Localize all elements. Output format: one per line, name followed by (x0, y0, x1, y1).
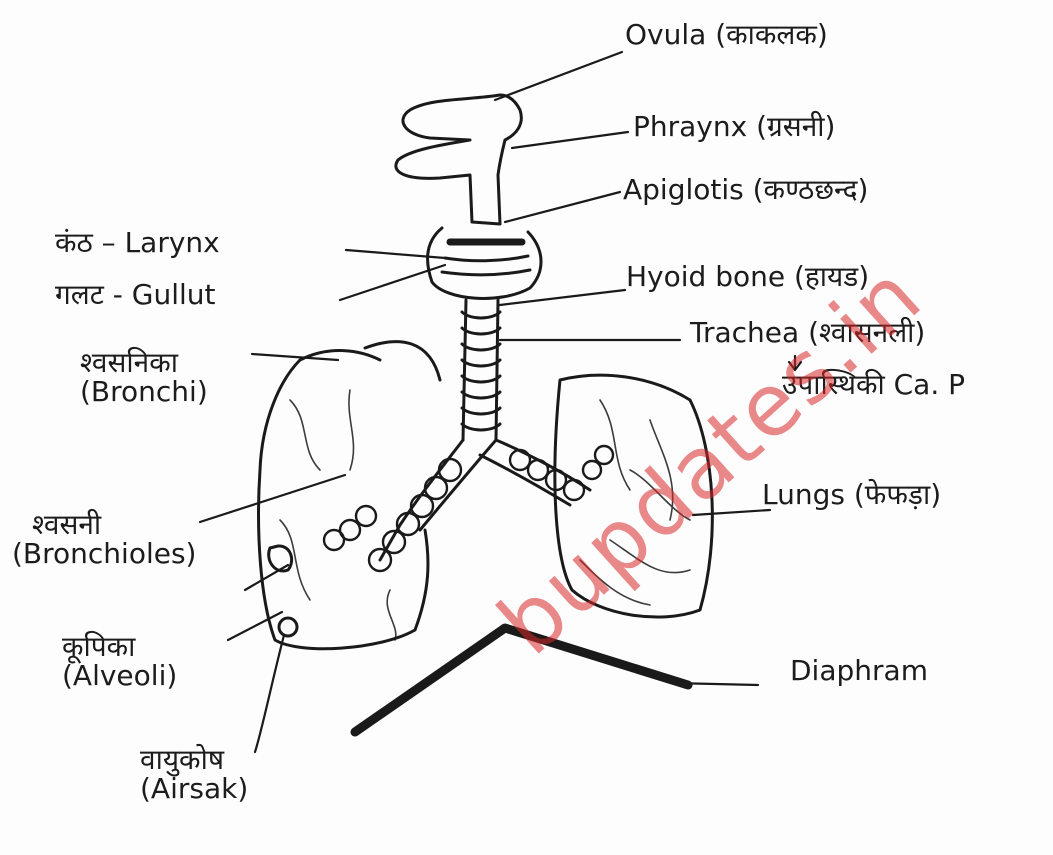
label-air-sac-english: (Airsak) (140, 774, 248, 803)
label-bronchioles: श्वसनी (Bronchioles) (12, 510, 196, 569)
label-air-sac-hindi: वायुकोष (140, 745, 248, 774)
label-bronchioles-hindi: श्वसनी (12, 510, 196, 539)
label-alveoli-english: (Alveoli) (62, 661, 177, 690)
label-trachea: Trachea (श्वासनली) (690, 318, 925, 347)
label-bronchi-hindi: श्वसनिका (80, 348, 208, 377)
left-lung-outline (259, 360, 428, 649)
label-alveoli: कूपिका (Alveoli) (62, 632, 177, 691)
trachea-rings (462, 312, 500, 430)
label-bronchi-english: (Bronchi) (80, 377, 208, 406)
label-epiglottis: Apiglotis (कण्ठछन्द) (623, 175, 868, 204)
lung-texture (280, 390, 690, 640)
trachea-right-edge (496, 300, 498, 440)
label-pharynx: Phraynx (ग्रसनी) (633, 112, 835, 141)
label-gullet: गलट - Gullut (55, 280, 216, 309)
label-larynx: कंठ – Larynx (55, 228, 220, 257)
label-lungs: Lungs (फेफड़ा) (762, 480, 941, 509)
air-sac-sketch (279, 618, 297, 636)
alveoli-sketch (269, 546, 292, 571)
bronchus-rings (324, 446, 613, 571)
label-diaphragm: Diaphram (790, 656, 928, 685)
label-air-sac: वायुकोष (Airsak) (140, 745, 248, 804)
label-alveoli-hindi: कूपिका (62, 632, 177, 661)
pharynx-outline (396, 95, 521, 224)
label-trachea-note: उपास्थिकी Ca. P (782, 370, 965, 399)
label-hyoid-bone: Hyoid bone (हायड) (626, 262, 869, 291)
right-lung-outline (555, 375, 712, 617)
diaphragm-line (355, 628, 688, 732)
pleura-outline (365, 342, 440, 380)
label-bronchi: श्वसनिका (Bronchi) (80, 348, 208, 407)
right-bronchus (480, 440, 590, 505)
label-ovula: Ovula (काकलक) (625, 20, 828, 49)
trachea-left-edge (463, 300, 466, 440)
label-bronchioles-english: (Bronchioles) (12, 539, 196, 568)
